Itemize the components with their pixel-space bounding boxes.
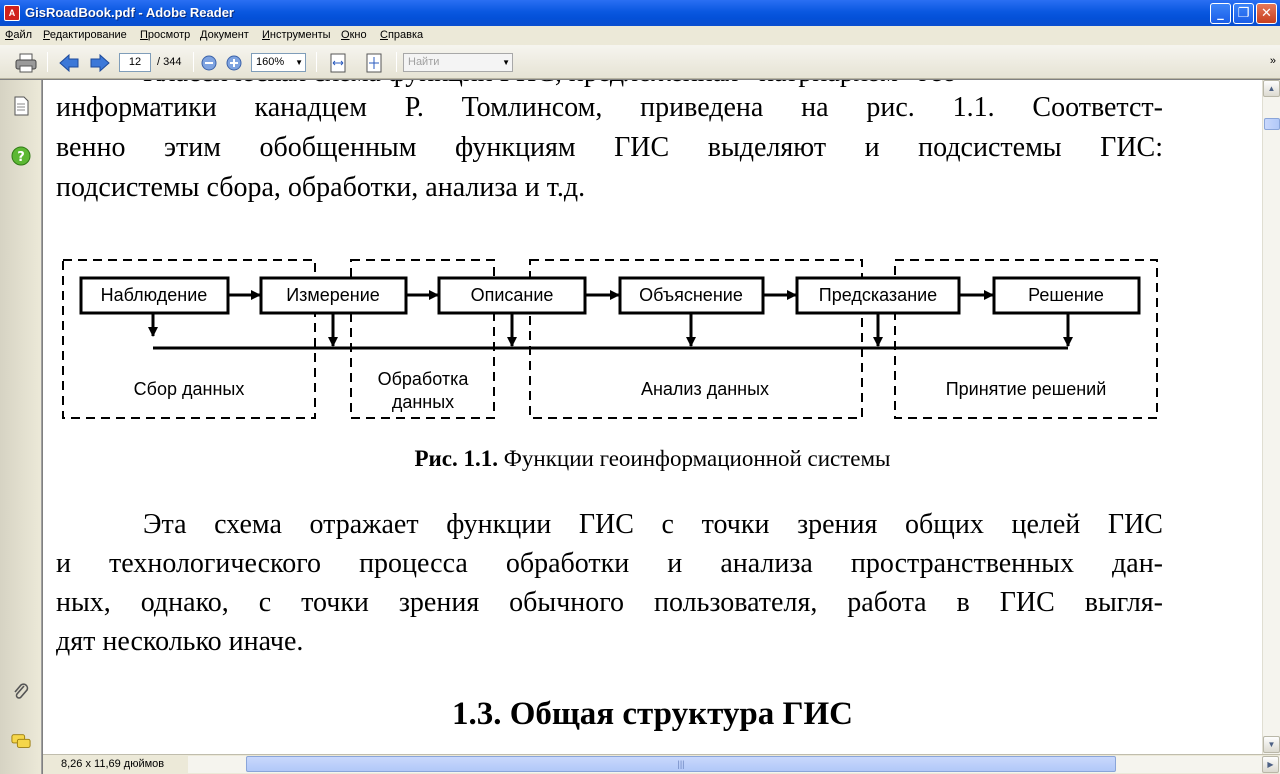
attachments-icon[interactable] — [11, 682, 31, 702]
process-box-description: Описание — [437, 276, 587, 315]
menu-document[interactable]: Документ — [200, 29, 249, 41]
zoom-value: 160% — [256, 56, 285, 68]
comments-icon[interactable] — [11, 732, 31, 752]
vertical-scrollbar[interactable]: ▲ ▼ — [1262, 80, 1280, 754]
search-placeholder: Найти — [408, 56, 440, 68]
group-label-collection: Сбор данных — [134, 379, 245, 399]
fit-width-icon[interactable] — [327, 52, 349, 74]
window-title: GisRoadBook.pdf - Adobe Reader — [25, 5, 234, 20]
process-label: Объяснение — [639, 285, 743, 305]
status-bar: 8,26 x 11,69 дюймов ◀ ||| ▶ — [43, 754, 1280, 774]
fit-page-icon[interactable] — [363, 52, 385, 74]
menu-view[interactable]: Просмотр — [140, 29, 191, 41]
toolbar-overflow-icon[interactable]: » — [1269, 55, 1276, 67]
document-page: Классическая схема функций ГИС, предложе… — [43, 80, 1262, 754]
text-line: Классическая схема функций ГИС, предложе… — [143, 80, 1163, 89]
process-label: Измерение — [286, 285, 380, 305]
process-label: Наблюдение — [101, 285, 208, 305]
process-label: Описание — [471, 285, 554, 305]
figure-caption: Рис. 1.1. Функции геоинформационной сист… — [43, 446, 1262, 472]
toolbar-separator — [193, 52, 194, 72]
group-label-processing-2: данных — [392, 392, 454, 412]
title-bar: A GisRoadBook.pdf - Adobe Reader _ ❐ ✕ — [0, 0, 1280, 26]
text-line: ных, однако, с точки зрения обычного пол… — [56, 587, 1163, 618]
chevron-down-icon: ▼ — [295, 58, 303, 67]
menu-edit[interactable]: Редактирование — [43, 29, 127, 41]
text-line: и технологического процесса обработки и … — [56, 548, 1163, 579]
text-line: подсистемы сбора, обработки, анализа и т… — [56, 172, 586, 203]
search-input[interactable]: Найти ▼ — [403, 53, 513, 72]
data-bus — [148, 313, 1073, 350]
menu-bar: Файл Редактирование Просмотр Документ Ин… — [0, 26, 1280, 45]
menu-tools[interactable]: Инструменты — [262, 29, 331, 41]
gis-functions-diagram: Наблюдение Измерение Описание Объяснение… — [62, 259, 1158, 419]
process-box-observation: Наблюдение — [79, 276, 230, 315]
section-heading: 1.3. Общая структура ГИС — [452, 696, 853, 732]
process-label: Решение — [1028, 285, 1104, 305]
page-total: / 344 — [157, 56, 182, 68]
menu-help[interactable]: Справка — [380, 29, 424, 41]
adobe-reader-icon: A — [4, 5, 20, 21]
group-label-analysis: Анализ данных — [641, 379, 769, 399]
maximize-button[interactable]: ❐ — [1233, 3, 1254, 24]
vertical-scroll-thumb[interactable] — [1264, 118, 1280, 130]
pages-icon[interactable] — [11, 96, 31, 116]
page-size-label: 8,26 x 11,69 дюймов — [61, 758, 165, 770]
close-button[interactable]: ✕ — [1256, 3, 1277, 24]
process-label: Предсказание — [819, 285, 937, 305]
printer-icon[interactable] — [15, 52, 37, 74]
text-line: дят несколько иначе. — [56, 626, 304, 657]
previous-page-icon[interactable] — [58, 52, 80, 74]
next-page-icon[interactable] — [89, 52, 111, 74]
group-label-decision: Принятие решений — [946, 379, 1107, 399]
menu-window[interactable]: Окно — [341, 29, 367, 41]
zoom-in-icon[interactable] — [223, 52, 245, 74]
menu-file[interactable]: Файл — [5, 29, 33, 41]
process-box-decision: Решение — [992, 276, 1141, 315]
scroll-down-button[interactable]: ▼ — [1263, 736, 1280, 753]
toolbar-separator — [396, 52, 397, 72]
zoom-select[interactable]: 160% ▼ — [251, 53, 306, 72]
toolbar: 12 / 344 160% ▼ Найти ▼ » — [0, 45, 1280, 79]
toolbar-separator — [47, 52, 48, 72]
toolbar-separator — [316, 52, 317, 72]
process-box-measurement: Измерение — [259, 276, 408, 315]
scroll-up-button[interactable]: ▲ — [1263, 80, 1280, 97]
scroll-right-button[interactable]: ▶ — [1262, 756, 1279, 773]
horizontal-scroll-thumb[interactable]: ||| — [246, 756, 1116, 772]
text-line: Эта схема отражает функции ГИС с точки з… — [143, 509, 1163, 540]
text-line: информатики канадцем Р. Томлинсом, приве… — [56, 92, 1163, 123]
group-label-processing: Обработка — [378, 369, 470, 389]
caption-number: Рис. 1.1. — [414, 446, 499, 471]
process-box-prediction: Предсказание — [795, 276, 961, 315]
help-icon[interactable]: ? — [11, 146, 31, 166]
minimize-button[interactable]: _ — [1210, 3, 1231, 24]
svg-text:?: ? — [17, 150, 25, 165]
process-box-explanation: Объяснение — [618, 276, 765, 315]
navigation-pane: ? — [0, 80, 42, 774]
text-line: венно этим обобщенным функциям ГИС выдел… — [56, 132, 1163, 163]
caption-text: Функции геоинформационной системы — [498, 446, 891, 471]
group-frame-analysis — [529, 259, 863, 419]
zoom-out-icon[interactable] — [198, 52, 220, 74]
horizontal-scrollbar[interactable]: ||| — [188, 756, 1280, 773]
group-frame-collection — [62, 259, 316, 419]
chevron-down-icon[interactable]: ▼ — [502, 58, 510, 67]
page-number-input[interactable]: 12 — [119, 53, 151, 72]
